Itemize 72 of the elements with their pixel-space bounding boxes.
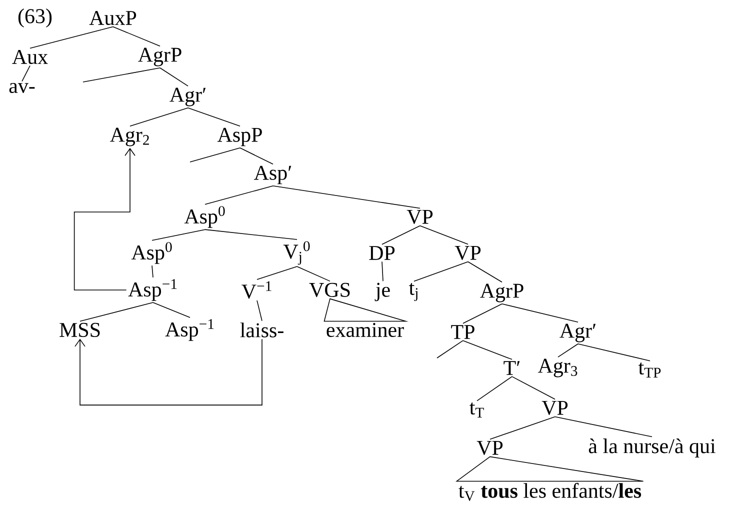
tree-node-label: VP (542, 400, 568, 416)
tree-branch (112, 26, 160, 46)
tree-branch (554, 416, 652, 438)
tree-branch (204, 185, 274, 205)
tree-branch (256, 266, 298, 280)
tree-node-label: av- (9, 82, 35, 94)
tree-node-label: V$^{−1}$ (242, 281, 272, 299)
tree-branch (502, 304, 578, 322)
tree-branch (558, 344, 578, 358)
tree-node-label: Aux (12, 50, 48, 64)
tree-node-label: à la nurse/à qui (588, 438, 716, 458)
tree-branch (190, 147, 240, 162)
tree-branch (204, 229, 298, 240)
tree-node-label: VP (476, 440, 503, 456)
tree-node-label: T′ (504, 361, 520, 375)
tree-branch (382, 225, 420, 245)
tree-node-label: AspP (217, 128, 262, 146)
tree-branch (436, 340, 464, 358)
tree-branch (382, 261, 384, 282)
tree-node-label: Asp$^{0}$ (131, 242, 172, 264)
tree-branch (256, 300, 262, 322)
movement-arrow (74, 338, 262, 406)
tree-node-label: Agr$_{3}$ (538, 358, 578, 378)
tree-node-label: t$_{j}$ (409, 282, 418, 302)
tree-node-label: AgrP (138, 48, 182, 66)
tree-branch (240, 147, 274, 165)
triangle-roof (456, 456, 644, 482)
tree-node-label: VGS (309, 282, 350, 298)
tree-node-label: Agr′ (560, 324, 596, 342)
tree-node-label: AuxP (89, 10, 136, 26)
example-number: (63) (18, 8, 52, 28)
tree-node-label: Agr′ (170, 88, 206, 106)
tree-branch (462, 304, 502, 324)
tree-node-label: je (374, 282, 390, 302)
tree-branch (130, 108, 188, 126)
tree-node-label: t$_{T}$ (470, 402, 484, 418)
tree-branch (272, 185, 420, 209)
tree-node-label: laiss- (240, 322, 284, 338)
tree-branch (578, 344, 650, 362)
tree-node-label: t$_{TP}$ (638, 362, 661, 378)
tree-node-label: Asp$^{−1}$ (165, 319, 214, 341)
tree-node-label: DP (369, 246, 395, 260)
tree-node-label: VP (406, 210, 433, 224)
tree-node-label: V$_{j}$0 (283, 241, 310, 265)
tree-node-label: examiner (326, 322, 404, 338)
tree-branch (420, 225, 468, 245)
tree-branch (80, 302, 154, 322)
tree-node-label: MSS (60, 322, 100, 338)
tree-branch (30, 26, 114, 49)
tree-branch (476, 376, 512, 402)
tree-branch (152, 302, 190, 318)
tree-branch (296, 266, 330, 282)
tree-branch (512, 376, 556, 400)
tree-node-label: Asp′ (254, 166, 292, 184)
tree-node-label: Asp$^{−1}$ (128, 279, 177, 301)
tree-branch (468, 261, 502, 282)
tree-branch (490, 416, 556, 440)
tree-branch (22, 65, 30, 82)
tree-node-label: Agr$_{2}$ (110, 128, 149, 146)
tree-branch (82, 68, 160, 82)
tree-branch (414, 261, 468, 282)
tree-branch (152, 265, 154, 278)
tree-branch (152, 229, 206, 241)
tree-node-label: t$_{V}$ tous les enfants/les (458, 482, 642, 502)
tree-node-label: Asp$^{0}$ (184, 206, 225, 228)
tree-node-label: VP (454, 246, 481, 260)
tree-branch (188, 108, 240, 127)
movement-arrow (74, 148, 136, 290)
tree-node-label: AgrP (480, 284, 524, 302)
tree-branch (462, 340, 512, 360)
tree-branch (160, 68, 188, 86)
tree-node-label: TP (451, 325, 474, 339)
